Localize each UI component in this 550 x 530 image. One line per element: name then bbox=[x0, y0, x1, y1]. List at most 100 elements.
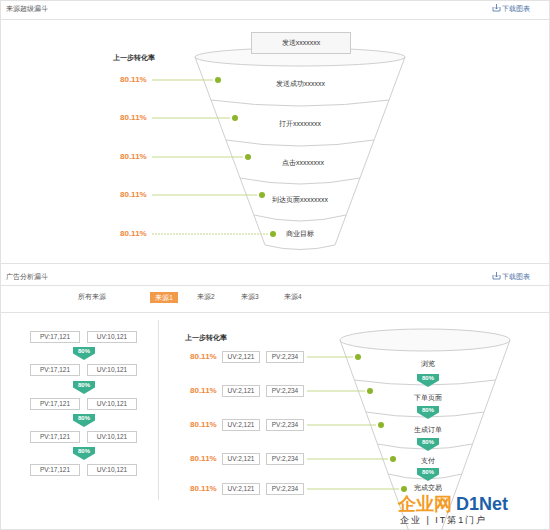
funnel-band: 点击xxxxxxxx bbox=[278, 158, 328, 169]
download-link: 下载图表 bbox=[502, 5, 530, 13]
uv-box: UV:2,121 bbox=[222, 453, 260, 465]
download-icon bbox=[495, 4, 498, 9]
pv-box: PV:17,121 bbox=[30, 364, 80, 376]
arrow-shape bbox=[417, 374, 439, 387]
node-text: 80% bbox=[422, 375, 434, 382]
rate-value: 80.11% bbox=[190, 484, 217, 494]
green-dot bbox=[401, 486, 407, 492]
leader-line bbox=[307, 459, 388, 460]
node-text: 80% bbox=[422, 469, 434, 476]
node-text: 点击xxxxxxxx bbox=[282, 159, 324, 167]
funnel-band: 下单页面 bbox=[410, 393, 446, 404]
node-text: 打开xxxxxxxx bbox=[279, 120, 321, 128]
green-dot bbox=[367, 388, 373, 394]
pv-box: PV:2,234 bbox=[266, 453, 304, 465]
node-text: PV:17,121 bbox=[40, 366, 70, 374]
node-text: PV:2,234 bbox=[272, 353, 299, 361]
leader-line bbox=[152, 118, 230, 119]
node-text: PV:17,121 bbox=[40, 433, 70, 441]
pv-box: PV:17,121 bbox=[30, 398, 80, 410]
watermark: D1Net bbox=[456, 494, 508, 516]
uv-box: UV:10,121 bbox=[87, 431, 137, 443]
green-dot bbox=[245, 154, 251, 160]
node-text: 下单页面 bbox=[414, 394, 442, 402]
download-link: 下载图表 bbox=[502, 273, 530, 281]
active-tab: 来源1 bbox=[150, 292, 178, 303]
arrow-shape bbox=[417, 438, 439, 451]
tab-label: 所有来源 bbox=[78, 293, 106, 301]
green-dot bbox=[355, 354, 361, 360]
node-text: UV:2,121 bbox=[228, 353, 255, 361]
node-text: 80% bbox=[422, 407, 434, 414]
node-text: PV:2,234 bbox=[272, 387, 299, 395]
green-dot bbox=[378, 422, 384, 428]
watermark: 企业 | IT第1门户 bbox=[400, 515, 487, 526]
leader-line bbox=[152, 157, 243, 158]
rate-arrow: 80% bbox=[417, 468, 439, 481]
rate-value: 80.11% bbox=[120, 190, 147, 200]
funnel-outline bbox=[195, 48, 510, 530]
node-text: 80% bbox=[78, 382, 90, 389]
pv-box: PV:2,234 bbox=[266, 419, 304, 431]
arrow-shape bbox=[73, 347, 95, 360]
arrow-shape bbox=[73, 447, 95, 460]
leader-line bbox=[307, 489, 399, 490]
node-text: UV:2,121 bbox=[228, 455, 255, 463]
panel-frame bbox=[0, 19, 550, 20]
uv-box: UV:2,121 bbox=[222, 385, 260, 397]
node-text: UV:2,121 bbox=[228, 421, 255, 429]
funnel-band: 浏览 bbox=[417, 359, 439, 370]
funnel-band: 打开xxxxxxxx bbox=[275, 119, 325, 130]
funnel-outline bbox=[254, 215, 346, 221]
leader-line bbox=[152, 80, 399, 489]
node-text: UV:2,121 bbox=[228, 387, 255, 395]
node-text: UV:10,121 bbox=[97, 433, 127, 441]
rate-arrow: 80% bbox=[417, 406, 439, 419]
node-text: PV:17,121 bbox=[40, 333, 70, 341]
node-text: PV:17,121 bbox=[40, 400, 70, 408]
leader-line bbox=[307, 391, 365, 392]
node-text: 80% bbox=[422, 439, 434, 446]
green-dot bbox=[232, 115, 238, 121]
uv-box: UV:10,121 bbox=[87, 398, 137, 410]
node-text: UV:10,121 bbox=[97, 366, 127, 374]
green-dot bbox=[270, 231, 276, 237]
funnel-outline bbox=[211, 100, 389, 106]
node-text: UV:2,121 bbox=[228, 485, 255, 493]
node-text: 生成订单 bbox=[414, 426, 442, 434]
funnel-outline bbox=[195, 57, 265, 245]
funnel-band: 生成订单 bbox=[410, 425, 446, 436]
pv-box: PV:2,234 bbox=[266, 483, 304, 495]
funnel-band: 到达页面xxxxxxxx bbox=[268, 195, 332, 206]
node-text: 商业目标 bbox=[286, 230, 314, 238]
funnel-outline bbox=[265, 245, 335, 250]
rate-value: 80.11% bbox=[120, 113, 147, 123]
rate-arrow: 80% bbox=[417, 374, 439, 387]
leader-line bbox=[152, 234, 268, 235]
node-text: 浏览 bbox=[421, 360, 435, 368]
rate-value: 80.11% bbox=[190, 386, 217, 396]
arrow-shape bbox=[417, 468, 439, 481]
funnel-outline bbox=[240, 178, 360, 184]
node-text: UV:10,121 bbox=[97, 400, 127, 408]
uv-box: UV:10,121 bbox=[87, 331, 137, 343]
rate-value: 80.11% bbox=[120, 229, 147, 239]
node-text: 支付 bbox=[421, 457, 435, 465]
green-dot bbox=[215, 77, 221, 83]
leader-line bbox=[307, 425, 376, 426]
panel-frame bbox=[0, 263, 550, 264]
funnel-band: 完成交易 bbox=[410, 483, 446, 494]
node-text: UV:10,121 bbox=[97, 466, 127, 474]
panel-title: 广告分析漏斗 bbox=[6, 273, 48, 281]
node-text: 发送xxxxxxx bbox=[282, 39, 321, 47]
column-heading: 上一步转化率 bbox=[113, 54, 155, 62]
rate-value: 80.11% bbox=[120, 152, 147, 162]
node-text: 发送成功xxxxxx bbox=[276, 80, 325, 88]
green-dot bbox=[390, 456, 396, 462]
node-text: 到达页面xxxxxxxx bbox=[272, 196, 328, 204]
green-dot bbox=[259, 192, 265, 198]
pv-box: PV:2,234 bbox=[266, 385, 304, 397]
rate-arrow: 80% bbox=[73, 414, 95, 427]
rate-arrow: 80% bbox=[73, 381, 95, 394]
node-text: 80% bbox=[78, 415, 90, 422]
